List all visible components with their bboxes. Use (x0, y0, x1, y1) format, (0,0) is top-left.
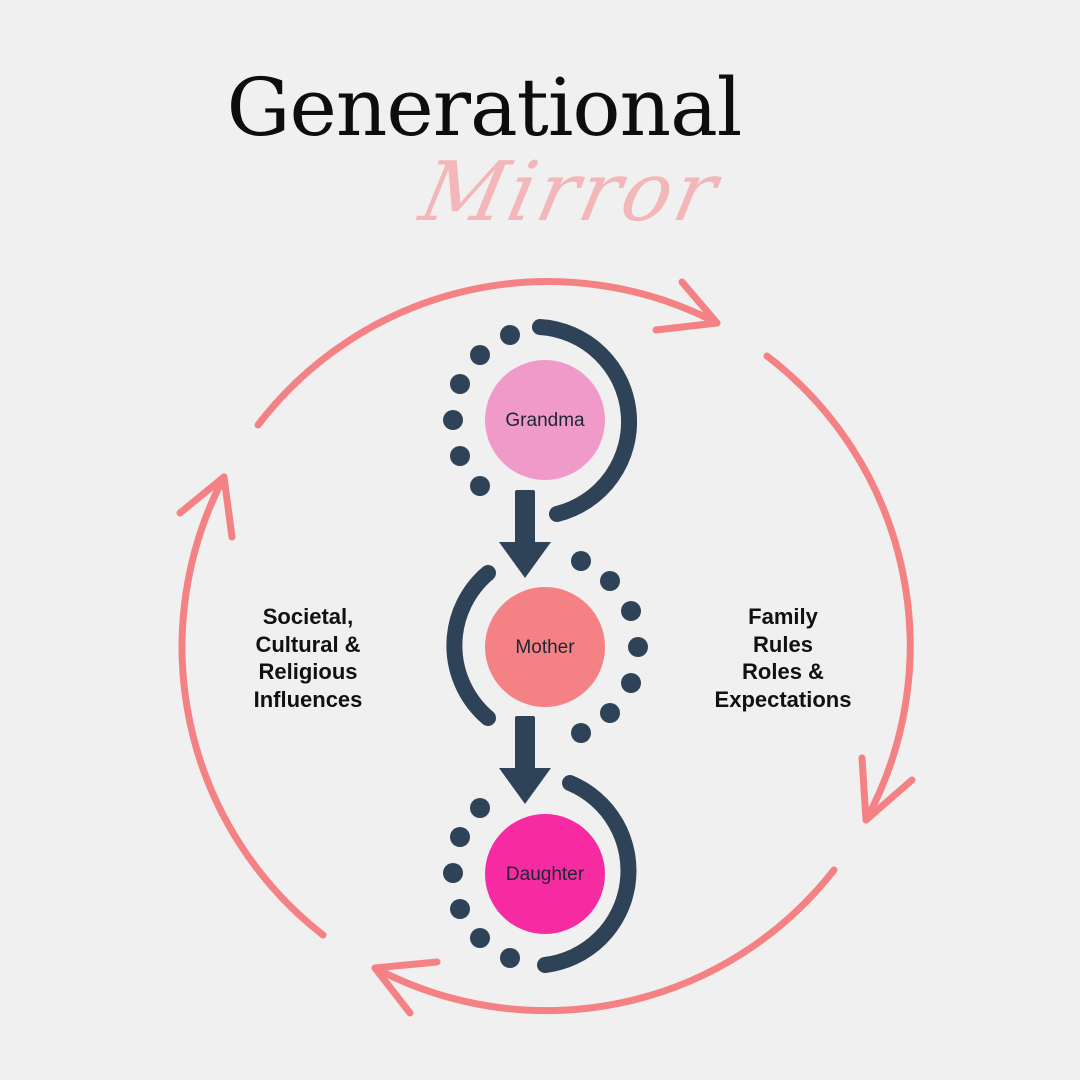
societal-influences-line: Influences (253, 686, 363, 712)
cycle-arrow-top (254, 278, 721, 429)
grandma-connector (443, 319, 638, 522)
societal-influences-line: Societal, (262, 604, 354, 629)
daughter-connector (443, 775, 637, 973)
cycle-arrow-left (178, 473, 327, 939)
mother-label: Mother (515, 637, 575, 658)
cycle-arrow-left-head (176, 473, 236, 541)
mother-node (485, 587, 605, 707)
grandma-node (485, 360, 605, 480)
cycle-arrow-right-head (858, 754, 916, 824)
arrow-down-icon (499, 490, 551, 578)
societal-influences-line: Religious (258, 659, 358, 684)
family-rules-line: Expectations (714, 686, 852, 712)
cycle-arrow-right (763, 352, 914, 824)
cycle-arrow-bottom-head (371, 958, 441, 1017)
daughter-label: Daughter (505, 864, 585, 885)
cycle-arrow-bottom (371, 866, 838, 1015)
family-rules-line: Roles & (742, 659, 824, 684)
cycle-arrow-top-head (652, 278, 721, 334)
societal-influences-label: Societal, Cultural & Religious Influence… (188, 603, 428, 713)
family-rules-line: Rules (753, 631, 813, 657)
grandma-label: Grandma (505, 410, 585, 431)
page-title: Generational (226, 61, 743, 154)
family-rules-line: Family (748, 604, 818, 629)
daughter-node (485, 814, 605, 934)
page-subtitle: Mirror (412, 145, 728, 240)
societal-influences-line: Cultural & (255, 631, 361, 657)
mother-connector (446, 551, 648, 743)
arrow-down-icon (499, 716, 551, 804)
family-rules-label: Family Rules Roles & Expectations (663, 603, 903, 713)
cycle-arrows (176, 278, 916, 1017)
